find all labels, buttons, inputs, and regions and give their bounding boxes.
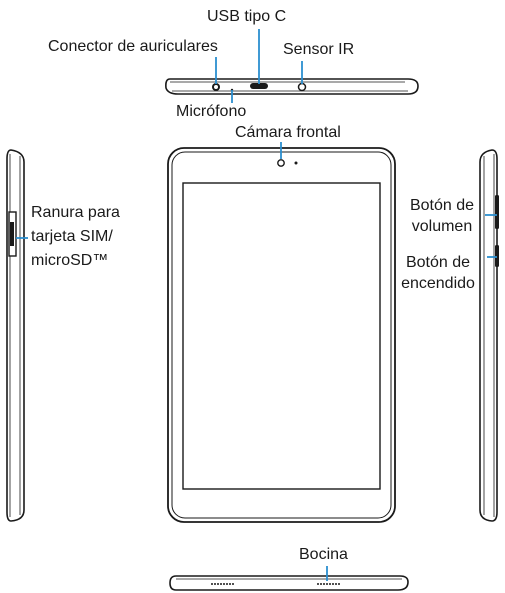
power-label-line2: encendido: [401, 275, 475, 292]
headphone-jack-label: Conector de auriculares: [48, 38, 218, 55]
speaker-grill-right-icon: [317, 583, 340, 585]
front-view: [167, 147, 396, 523]
light-sensor-icon: [294, 161, 298, 165]
front-camera-label: Cámara frontal: [235, 124, 341, 141]
ir-sensor-icon: [297, 82, 307, 92]
ir-sensor-label: Sensor IR: [283, 41, 355, 58]
sim-slot-label-line3: microSD™: [31, 252, 109, 269]
front-camera-icon: [277, 159, 285, 167]
speaker-label: Bocina: [299, 546, 348, 563]
volume-label-line2: volumen: [411, 218, 473, 235]
microphone-label: Micrófono: [176, 103, 247, 120]
usb-label: USB tipo C: [207, 8, 287, 25]
top-callouts: [215, 29, 303, 103]
usb-port-icon: [250, 83, 268, 89]
bottom-edge-view: [169, 575, 409, 591]
sim-slot-label-line1: Ranura para: [31, 204, 120, 221]
power-button-icon: [495, 245, 499, 267]
top-edge-view: [165, 78, 419, 95]
left-side-view: [6, 149, 25, 522]
volume-button-icon: [495, 195, 499, 229]
sim-slot-label-line2: tarjeta SIM/: [31, 228, 113, 245]
right-callouts: [485, 214, 497, 258]
volume-label-line1: Botón de: [409, 197, 475, 214]
power-label-line1: Botón de: [405, 254, 471, 271]
speaker-grill-left-icon: [211, 583, 234, 585]
